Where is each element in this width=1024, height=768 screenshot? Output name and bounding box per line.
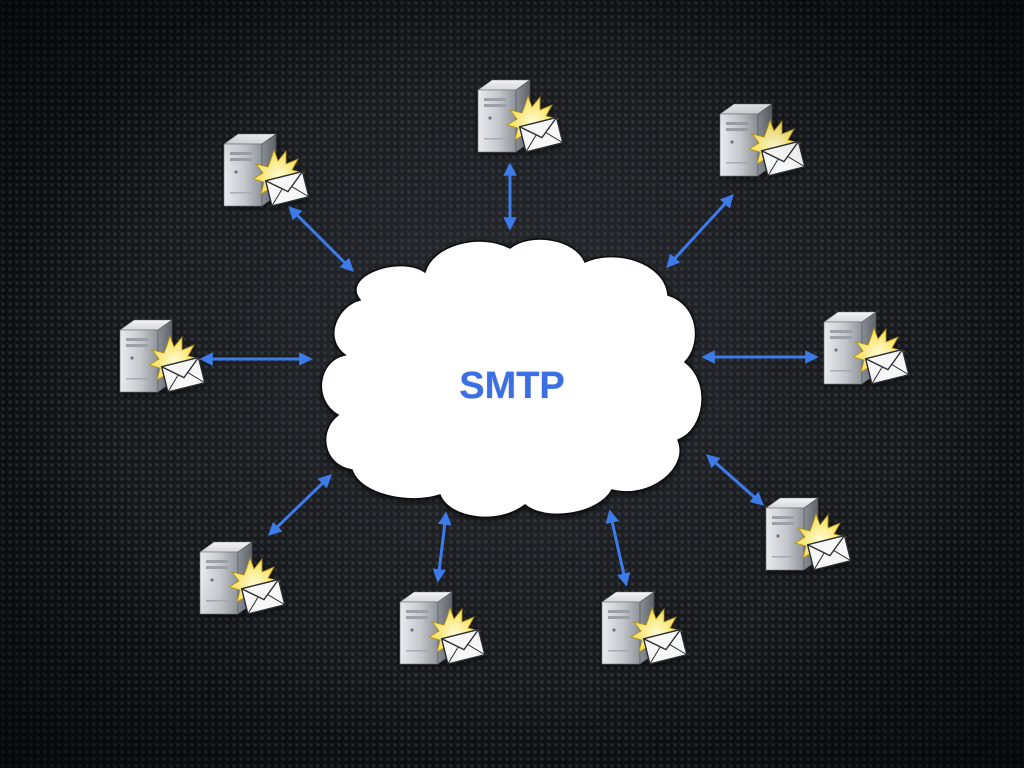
smtp-cloud (320, 238, 703, 518)
connectors (199, 162, 819, 587)
center-label: SMTP (459, 365, 565, 407)
double-arrow-icon (268, 474, 332, 536)
mail-server-icon (601, 591, 688, 665)
mail-server-icon (399, 591, 486, 665)
mail-server-icon (199, 541, 286, 615)
mail-server-icon (119, 319, 206, 393)
mail-server-icon (823, 311, 910, 385)
double-arrow-icon (705, 454, 765, 506)
mail-server-icon (223, 133, 310, 207)
cloud-icon (320, 238, 703, 518)
mail-server-icon (477, 79, 564, 153)
mail-server-icon (719, 103, 806, 177)
mail-server-icon (765, 497, 852, 571)
double-arrow-icon (605, 509, 631, 587)
double-arrow-icon (288, 206, 354, 272)
double-arrow-icon (432, 511, 452, 583)
double-arrow-icon (666, 194, 734, 268)
